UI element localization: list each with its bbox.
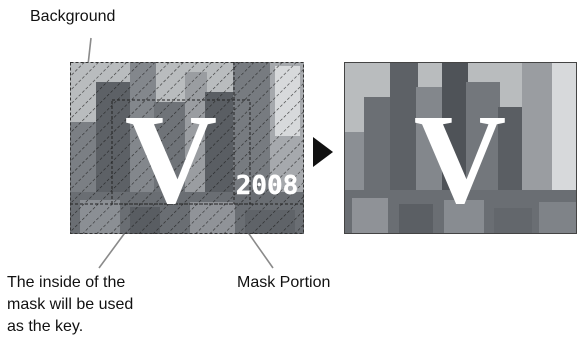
left-panel-letter: V xyxy=(125,88,217,230)
masked-image-panel: V 2008 xyxy=(70,62,304,234)
right-panel-letter: V xyxy=(414,88,506,230)
result-image-panel: V xyxy=(344,62,577,234)
triangle-arrow-right-icon xyxy=(313,137,333,167)
background-label: Background xyxy=(30,8,116,25)
year-text: 2008 xyxy=(236,171,299,201)
inside-key-label: The inside of the mask will be used as t… xyxy=(7,274,134,335)
mask-portion-label: Mask Portion xyxy=(237,274,331,291)
